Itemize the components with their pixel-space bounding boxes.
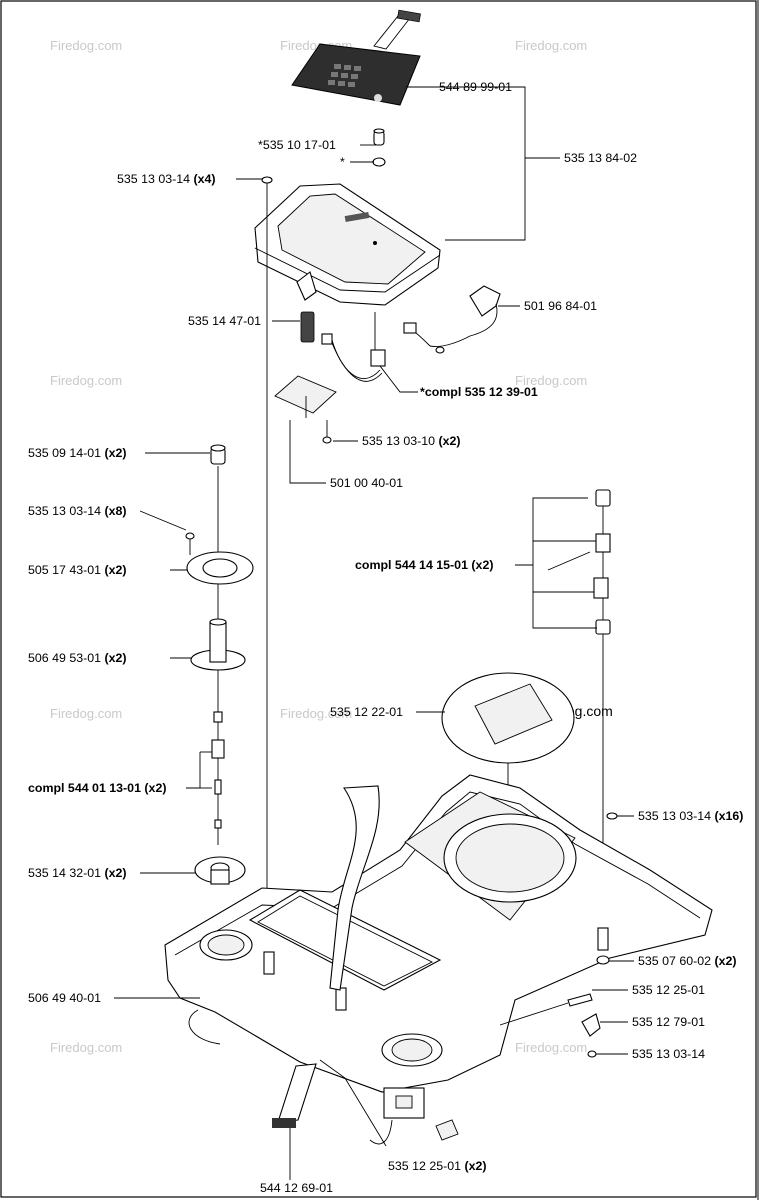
- label-screw-bottom: 535 13 03-14: [632, 1047, 705, 1061]
- label-cap: 535 09 14-01 (x2): [28, 446, 127, 460]
- label-sensor-bracket: 501 96 84-01: [524, 299, 597, 313]
- top-cover: [254, 183, 441, 306]
- watermark-text: Firedog.com: [50, 706, 122, 721]
- label-bearing: 535 14 32-01 (x2): [28, 866, 127, 880]
- screw-right: [606, 812, 618, 820]
- sleeve-part: [190, 618, 246, 671]
- keypad-membrane: [291, 9, 421, 106]
- bearing-part: [194, 856, 246, 885]
- clip-part: [499, 993, 593, 1026]
- chassis-body: [164, 774, 713, 1147]
- screw-left: [185, 532, 195, 555]
- watermark-text: Firedog.com: [50, 373, 122, 388]
- bracket-small: [581, 1013, 601, 1037]
- label-bushing-compl: compl 544 14 15-01 (x2): [355, 558, 493, 572]
- watermark-text: Firedog.com: [50, 38, 122, 53]
- watermark-text: Firedog.com: [280, 706, 352, 721]
- label-screw-top: 535 13 03-14 (x4): [117, 172, 216, 186]
- screw-top-left: [261, 176, 273, 958]
- label-clip-bottom: 535 12 25-01 (x2): [388, 1159, 487, 1173]
- watermarks: Firedog.com Firedog.com Firedog.com Fire…: [50, 38, 613, 1055]
- label-knob-washer: *: [340, 155, 345, 169]
- watermark-text: Firedog.com: [50, 1040, 122, 1055]
- screw-mid: [322, 420, 332, 444]
- knob-washer: [372, 157, 386, 167]
- watermark-text: Firedog.com: [515, 38, 587, 53]
- bushing-stack: [547, 489, 611, 635]
- cable-assembly: [321, 312, 386, 382]
- knob: [373, 128, 385, 146]
- label-screw-left: 535 13 03-14 (x8): [28, 504, 127, 518]
- shaft-assembly: [200, 711, 225, 829]
- lever-part: [296, 271, 317, 343]
- label-pcb: 501 00 40-01: [330, 476, 403, 490]
- hatch-part: [441, 672, 575, 866]
- label-ribbon: 544 12 69-01: [260, 1181, 333, 1195]
- label-shaft-compl: compl 544 01 13-01 (x2): [28, 781, 166, 795]
- label-seal-plate: 505 17 43-01 (x2): [28, 563, 127, 577]
- label-bracket-small: 535 12 79-01: [632, 1015, 705, 1029]
- bottom-connector: [369, 1087, 425, 1145]
- ribbon-cable: [272, 785, 380, 1128]
- part-labels: 544 89 99-01 *535 10 17-01 * 535 13 84-0…: [28, 80, 743, 1195]
- pcb-board: [274, 375, 337, 418]
- screw-bottom: [587, 1050, 597, 1058]
- label-keypad: 544 89 99-01: [439, 80, 512, 94]
- label-hatch: 535 12 22-01: [330, 705, 403, 719]
- seal-plate: [186, 551, 254, 585]
- cap-part: [210, 444, 226, 465]
- label-knob: *535 10 17-01: [258, 138, 336, 152]
- label-lever: 535 14 47-01: [188, 314, 261, 328]
- label-clip: 535 12 25-01: [632, 983, 705, 997]
- leader-lines: [114, 86, 634, 1180]
- clip-bottom: [435, 1119, 459, 1141]
- label-screw-right: 535 13 03-14 (x16): [638, 809, 743, 823]
- label-screw-mid: 535 13 03-10 (x2): [362, 434, 461, 448]
- label-cover-assembly: 535 13 84-02: [564, 151, 637, 165]
- label-washer: 535 07 60-02 (x2): [638, 954, 737, 968]
- watermark-text: Firedog.com: [515, 373, 587, 388]
- label-cable-compl: *compl 535 12 39-01: [420, 385, 538, 399]
- sensor-bracket: [403, 285, 501, 354]
- label-sleeve: 506 49 53-01 (x2): [28, 651, 127, 665]
- washer-right: [596, 955, 610, 965]
- label-chassis: 506 49 40-01: [28, 991, 101, 1005]
- watermark-text: Firedog.com: [515, 1040, 587, 1055]
